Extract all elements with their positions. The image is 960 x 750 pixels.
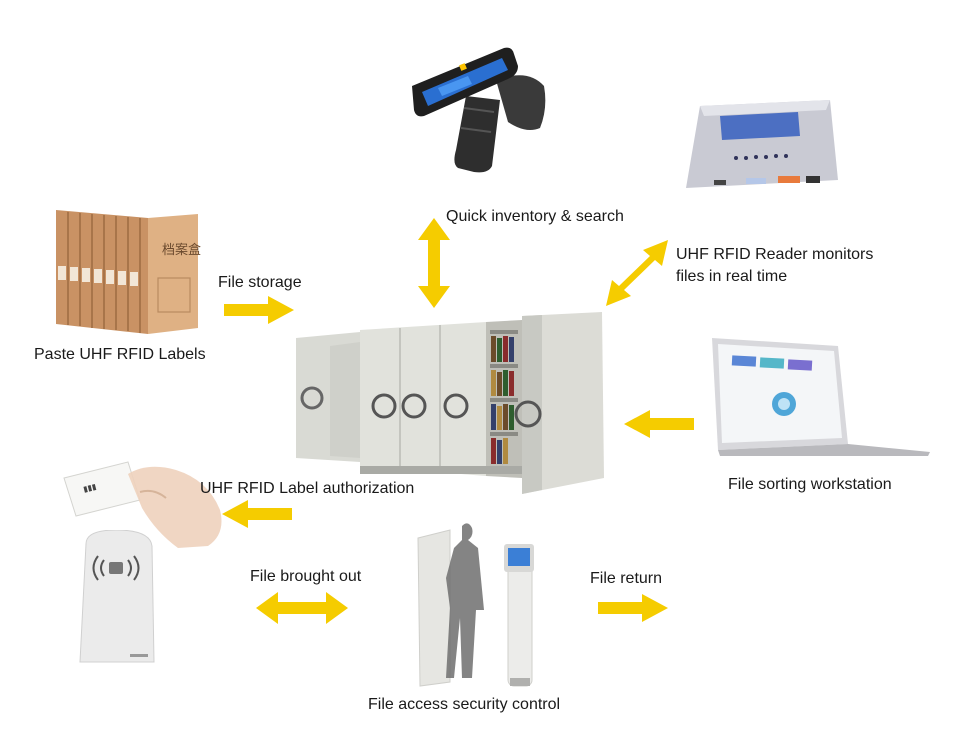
- label-paste-labels: Paste UHF RFID Labels: [34, 346, 206, 363]
- security-gate-icon: [410, 518, 540, 688]
- label-file-storage: File storage: [218, 274, 302, 291]
- double-arrow-horizontal: [256, 592, 348, 624]
- desktop-reader-icon: [76, 530, 158, 666]
- fixed-reader-icon: [680, 96, 840, 196]
- laptop-icon: [706, 336, 932, 458]
- svg-text:▮▮▮: ▮▮▮: [82, 482, 97, 494]
- label-file-return: File return: [590, 570, 663, 587]
- box-label: 档案盒: [162, 242, 201, 258]
- shelving-icon: [290, 308, 610, 498]
- rfid-card-icon: ▮▮▮: [58, 458, 228, 550]
- label-brought-out: File brought out: [250, 568, 362, 585]
- label-reader-monitor-line1: UHF RFID Reader monitors: [676, 246, 874, 263]
- handheld-reader-icon: [408, 38, 558, 178]
- arrow-right-return: [598, 594, 668, 622]
- file-boxes-icon: 档案盒: [52, 206, 202, 336]
- arrow-right-storage: [224, 296, 294, 324]
- arrow-left-authorization: [222, 500, 292, 528]
- label-access-control: File access security control: [368, 696, 561, 713]
- label-reader-monitor-line2: files in real time: [676, 268, 788, 285]
- arrow-left-workstation: [624, 410, 694, 438]
- double-arrow-diagonal: [604, 238, 670, 308]
- double-arrow-vertical: [418, 218, 450, 308]
- label-sorting-workstation: File sorting workstation: [728, 476, 892, 493]
- label-quick-inventory: Quick inventory & search: [446, 208, 624, 225]
- label-authorization: UHF RFID Label authorization: [200, 480, 415, 497]
